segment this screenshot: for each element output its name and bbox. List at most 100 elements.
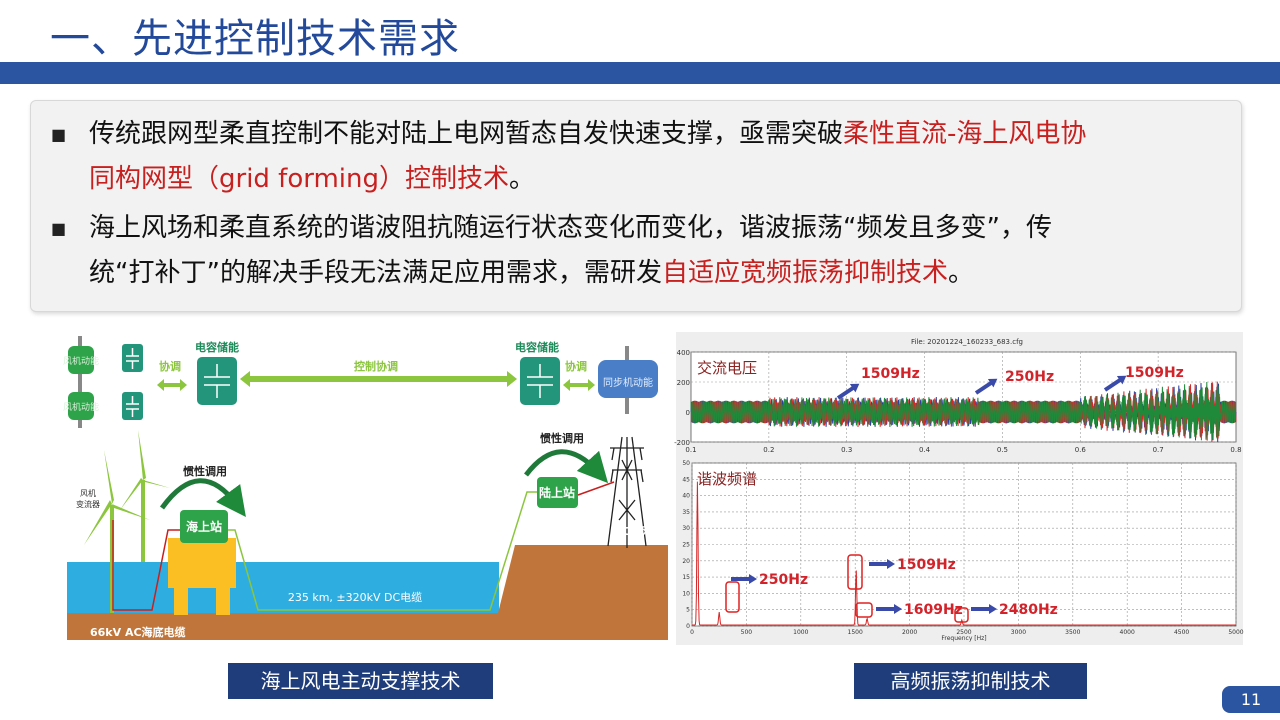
wind-flywheel-icon	[68, 336, 94, 428]
frequency-annotation: 250Hz	[1005, 369, 1054, 385]
voltage-plot-label: 交流电压	[697, 359, 757, 377]
annotation-arrow-head-icon	[1116, 375, 1127, 385]
inertia-arrow-icon	[159, 478, 246, 518]
y-tick-label: 0	[686, 623, 690, 630]
annotation-arrow-head-icon	[887, 559, 895, 569]
x-tick-label: 500	[741, 629, 753, 636]
y-tick-label: 45	[682, 476, 690, 483]
frequency-annotation: 2480Hz	[999, 602, 1058, 618]
x-tick-label: 0.8	[1230, 446, 1241, 454]
control-coord-label: 控制协调	[354, 359, 398, 373]
dc-cable-line	[228, 491, 537, 611]
x-tick-label: 0.3	[841, 446, 852, 454]
spectrum-xlabel: Frequency [Hz]	[941, 635, 986, 642]
flywheel-label: 风机动能	[63, 355, 99, 367]
capacitor-icon	[122, 344, 560, 420]
annotation-arrow-head-icon	[749, 574, 757, 584]
sync-machine-icon	[598, 346, 658, 414]
inertia-arrow-icon	[524, 449, 609, 484]
annotation-arrow-head-icon	[894, 604, 902, 614]
y-tick-label: 50	[682, 460, 690, 467]
y-tick-label: 0	[686, 409, 690, 417]
storage-label: 电容储能	[195, 340, 239, 354]
frequency-annotation: 1509Hz	[1125, 365, 1184, 381]
caption-right: 高频振荡抑制技术	[854, 663, 1087, 699]
y-tick-label: -200	[674, 439, 690, 447]
y-tick-label: 35	[682, 509, 690, 516]
x-tick-label: 0	[690, 629, 694, 636]
flywheel-label: 风机动能	[63, 401, 99, 413]
wind-turbine-icon	[84, 430, 170, 613]
converter-label: 变流器	[76, 499, 100, 509]
page-title: 一、先进控制技术需求	[50, 16, 460, 62]
offshore-station-label: 海上站	[186, 519, 222, 534]
x-tick-label: 5000	[1228, 629, 1243, 636]
converter-label: 风机	[80, 488, 96, 498]
y-tick-label: 30	[682, 525, 690, 532]
ac-cable-line	[112, 520, 180, 611]
voltage-phase-line	[690, 381, 1237, 441]
frequency-annotation: 250Hz	[759, 572, 808, 588]
coord-label: 协调	[565, 359, 587, 373]
bullet-1-line-2: 同构网型（grid forming）控制技术。	[89, 164, 536, 194]
x-tick-label: 2500	[956, 629, 971, 636]
x-tick-label: 2000	[902, 629, 917, 636]
inertia-label: 惯性调用	[183, 464, 227, 478]
x-tick-label: 0.5	[997, 446, 1008, 454]
y-tick-label: 25	[682, 542, 690, 549]
bullet-2-line-2: 统“打补丁”的解决手段无法满足应用需求，需研发自适应宽频振荡抑制技术。	[89, 258, 974, 288]
x-tick-label: 4500	[1174, 629, 1189, 636]
dc-cable-label: 235 km, ±320kV DC电缆	[288, 591, 422, 604]
x-tick-label: 1500	[848, 629, 863, 636]
spectrum-plot-label: 谐波频谱	[697, 470, 757, 488]
bullet-marker: ■	[51, 125, 67, 144]
grid-label: 400kV AC电网	[571, 524, 652, 538]
ground	[67, 545, 668, 640]
annotation-arrow-head-icon	[849, 383, 860, 393]
y-tick-label: 20	[682, 558, 690, 565]
highlight-box	[847, 554, 863, 590]
bullet-1-line-1: 传统跟网型柔直控制不能对陆上电网暂态自发快速支撑，亟需突破柔性直流-海上风电协	[89, 119, 1087, 149]
x-tick-label: 0.7	[1153, 446, 1164, 454]
highlight-box	[855, 602, 873, 618]
x-tick-label: 4000	[1120, 629, 1135, 636]
highlight-box	[725, 581, 740, 613]
y-tick-label: 200	[677, 379, 690, 387]
sea	[67, 562, 499, 613]
coord-label: 协调	[159, 359, 181, 373]
title-bar	[0, 62, 1280, 84]
inertia-label: 惯性调用	[540, 431, 584, 445]
grid-line	[577, 481, 615, 496]
frequency-annotation: 1509Hz	[861, 366, 920, 382]
caption-left: 海上风电主动支撑技术	[228, 663, 493, 699]
bullet-marker: ■	[51, 219, 67, 238]
y-tick-label: 40	[682, 493, 690, 500]
page-number: 11	[1222, 686, 1280, 713]
transmission-tower-icon	[607, 436, 647, 548]
x-tick-label: 0.2	[763, 446, 774, 454]
chart-file-title: File: 20201224_160233_683.cfg	[911, 338, 1023, 346]
y-tick-label: 5	[686, 607, 690, 614]
ac-cable-label: 66kV AC海底电缆	[90, 625, 186, 639]
onshore-station-box	[537, 477, 578, 508]
highlight-box	[954, 607, 969, 623]
y-tick-label: 400	[677, 349, 690, 357]
x-tick-label: 0.1	[685, 446, 696, 454]
storage-label: 电容储能	[515, 340, 559, 354]
spectrum-line	[692, 481, 1236, 626]
x-tick-label: 0.6	[1075, 446, 1087, 454]
sync-machine-label: 同步机动能	[603, 376, 653, 389]
annotation-arrow-head-icon	[987, 378, 998, 388]
annotation-arrow-head-icon	[989, 604, 997, 614]
x-tick-label: 3500	[1065, 629, 1080, 636]
y-tick-label: 15	[682, 574, 690, 581]
x-tick-label: 0.4	[919, 446, 931, 454]
requirements-box: ■ 传统跟网型柔直控制不能对陆上电网暂态自发快速支撑，亟需突破柔性直流-海上风电…	[30, 100, 1242, 312]
frequency-annotation: 1609Hz	[904, 602, 963, 618]
frequency-annotation: 1509Hz	[897, 557, 956, 573]
offshore-station-box	[180, 510, 228, 543]
onshore-station-label: 陆上站	[539, 485, 575, 500]
x-tick-label: 3000	[1011, 629, 1026, 636]
